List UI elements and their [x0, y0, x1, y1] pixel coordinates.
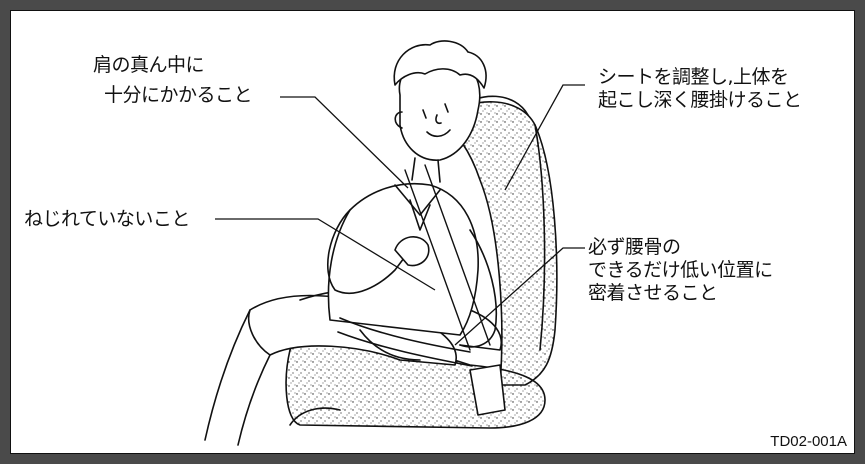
- nose: [435, 114, 442, 125]
- seat-back: [439, 101, 558, 386]
- label-shoulder-line1: 肩の真ん中に: [93, 54, 205, 76]
- collar: [394, 184, 441, 216]
- label-hip-line3: 密着させること: [588, 282, 718, 304]
- shoulder-belt-2: [424, 164, 491, 346]
- collar-2: [409, 199, 431, 231]
- label-shoulder-line2: 十分にかかること: [104, 84, 253, 106]
- left-arm: [327, 209, 411, 295]
- lap-belt-2: [337, 331, 473, 367]
- lap-belt: [339, 317, 471, 353]
- seat-back-edge: [534, 124, 546, 351]
- label-seat-line2: 起こし深く腰掛けること: [598, 89, 802, 111]
- right-arm: [459, 229, 498, 348]
- figure-code: TD02-001A: [770, 433, 847, 450]
- neck: [411, 157, 441, 183]
- seat-front: [289, 407, 341, 426]
- leader-shoulder: [280, 96, 409, 189]
- lower-leg-2: [237, 354, 271, 446]
- left-eye: [422, 109, 427, 119]
- pant-fold: [359, 329, 421, 361]
- leader-twist: [215, 218, 436, 291]
- leader-hip: [454, 247, 585, 346]
- hair: [393, 40, 487, 89]
- right-eye: [444, 103, 449, 113]
- lower-leg: [204, 309, 251, 441]
- label-seat-line1: シートを調整し,上体を: [598, 66, 789, 88]
- leader-seat: [504, 84, 585, 191]
- label-hip-line2: できるだけ低い位置に: [588, 259, 773, 281]
- label-twist: ねじれていないこと: [24, 208, 190, 230]
- label-hip-line1: 必ず腰骨の: [588, 236, 681, 258]
- ear: [394, 111, 403, 129]
- shoulder-belt: [404, 169, 471, 351]
- hand: [394, 236, 430, 267]
- buckle: [469, 364, 506, 416]
- mouth: [426, 129, 451, 138]
